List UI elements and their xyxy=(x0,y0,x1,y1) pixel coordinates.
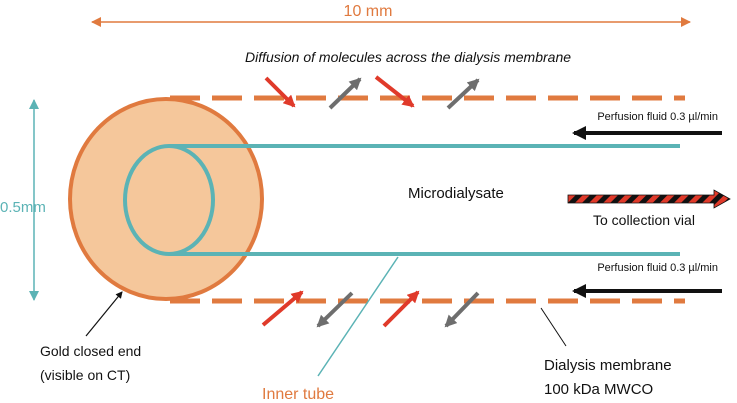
diffusion-arrow-in-2 xyxy=(374,75,415,108)
membrane-label-line1: Dialysis membrane xyxy=(544,357,672,374)
diffusion-arrow-in-1 xyxy=(264,76,296,108)
diffusion-arrow-in-3 xyxy=(261,290,304,327)
diffusion-arrow-in-4 xyxy=(382,290,420,328)
microdialysate-label: Microdialysate xyxy=(408,185,504,202)
perfusion-top-label: Perfusion fluid 0.3 µl/min xyxy=(597,111,718,123)
collection-arrow xyxy=(567,189,731,209)
width-label: 0.5mm xyxy=(0,199,46,216)
inner-tube-pointer xyxy=(317,256,399,377)
gold-end-label-line2: (visible on CT) xyxy=(40,367,130,383)
diffusion-arrow-out-2 xyxy=(446,78,480,110)
diffusion-arrow-out-4 xyxy=(444,291,480,328)
membrane-label-line2: 100 kDa MWCO xyxy=(544,381,653,398)
membrane-pointer xyxy=(540,307,567,347)
inner-tube-label: Inner tube xyxy=(262,386,334,403)
diffusion-label: Diffusion of molecules across the dialys… xyxy=(245,49,571,65)
diffusion-arrow-out-1 xyxy=(328,77,362,110)
collection-label: To collection vial xyxy=(593,212,695,228)
gold-closed-end xyxy=(68,97,264,301)
gold-end-pointer xyxy=(85,291,123,337)
perfusion-bottom-label: Perfusion fluid 0.3 µl/min xyxy=(597,262,718,274)
length-label: 10 mm xyxy=(344,3,393,20)
diffusion-arrow-out-3 xyxy=(316,291,354,328)
gold-end-label-line1: Gold closed end xyxy=(40,343,141,359)
